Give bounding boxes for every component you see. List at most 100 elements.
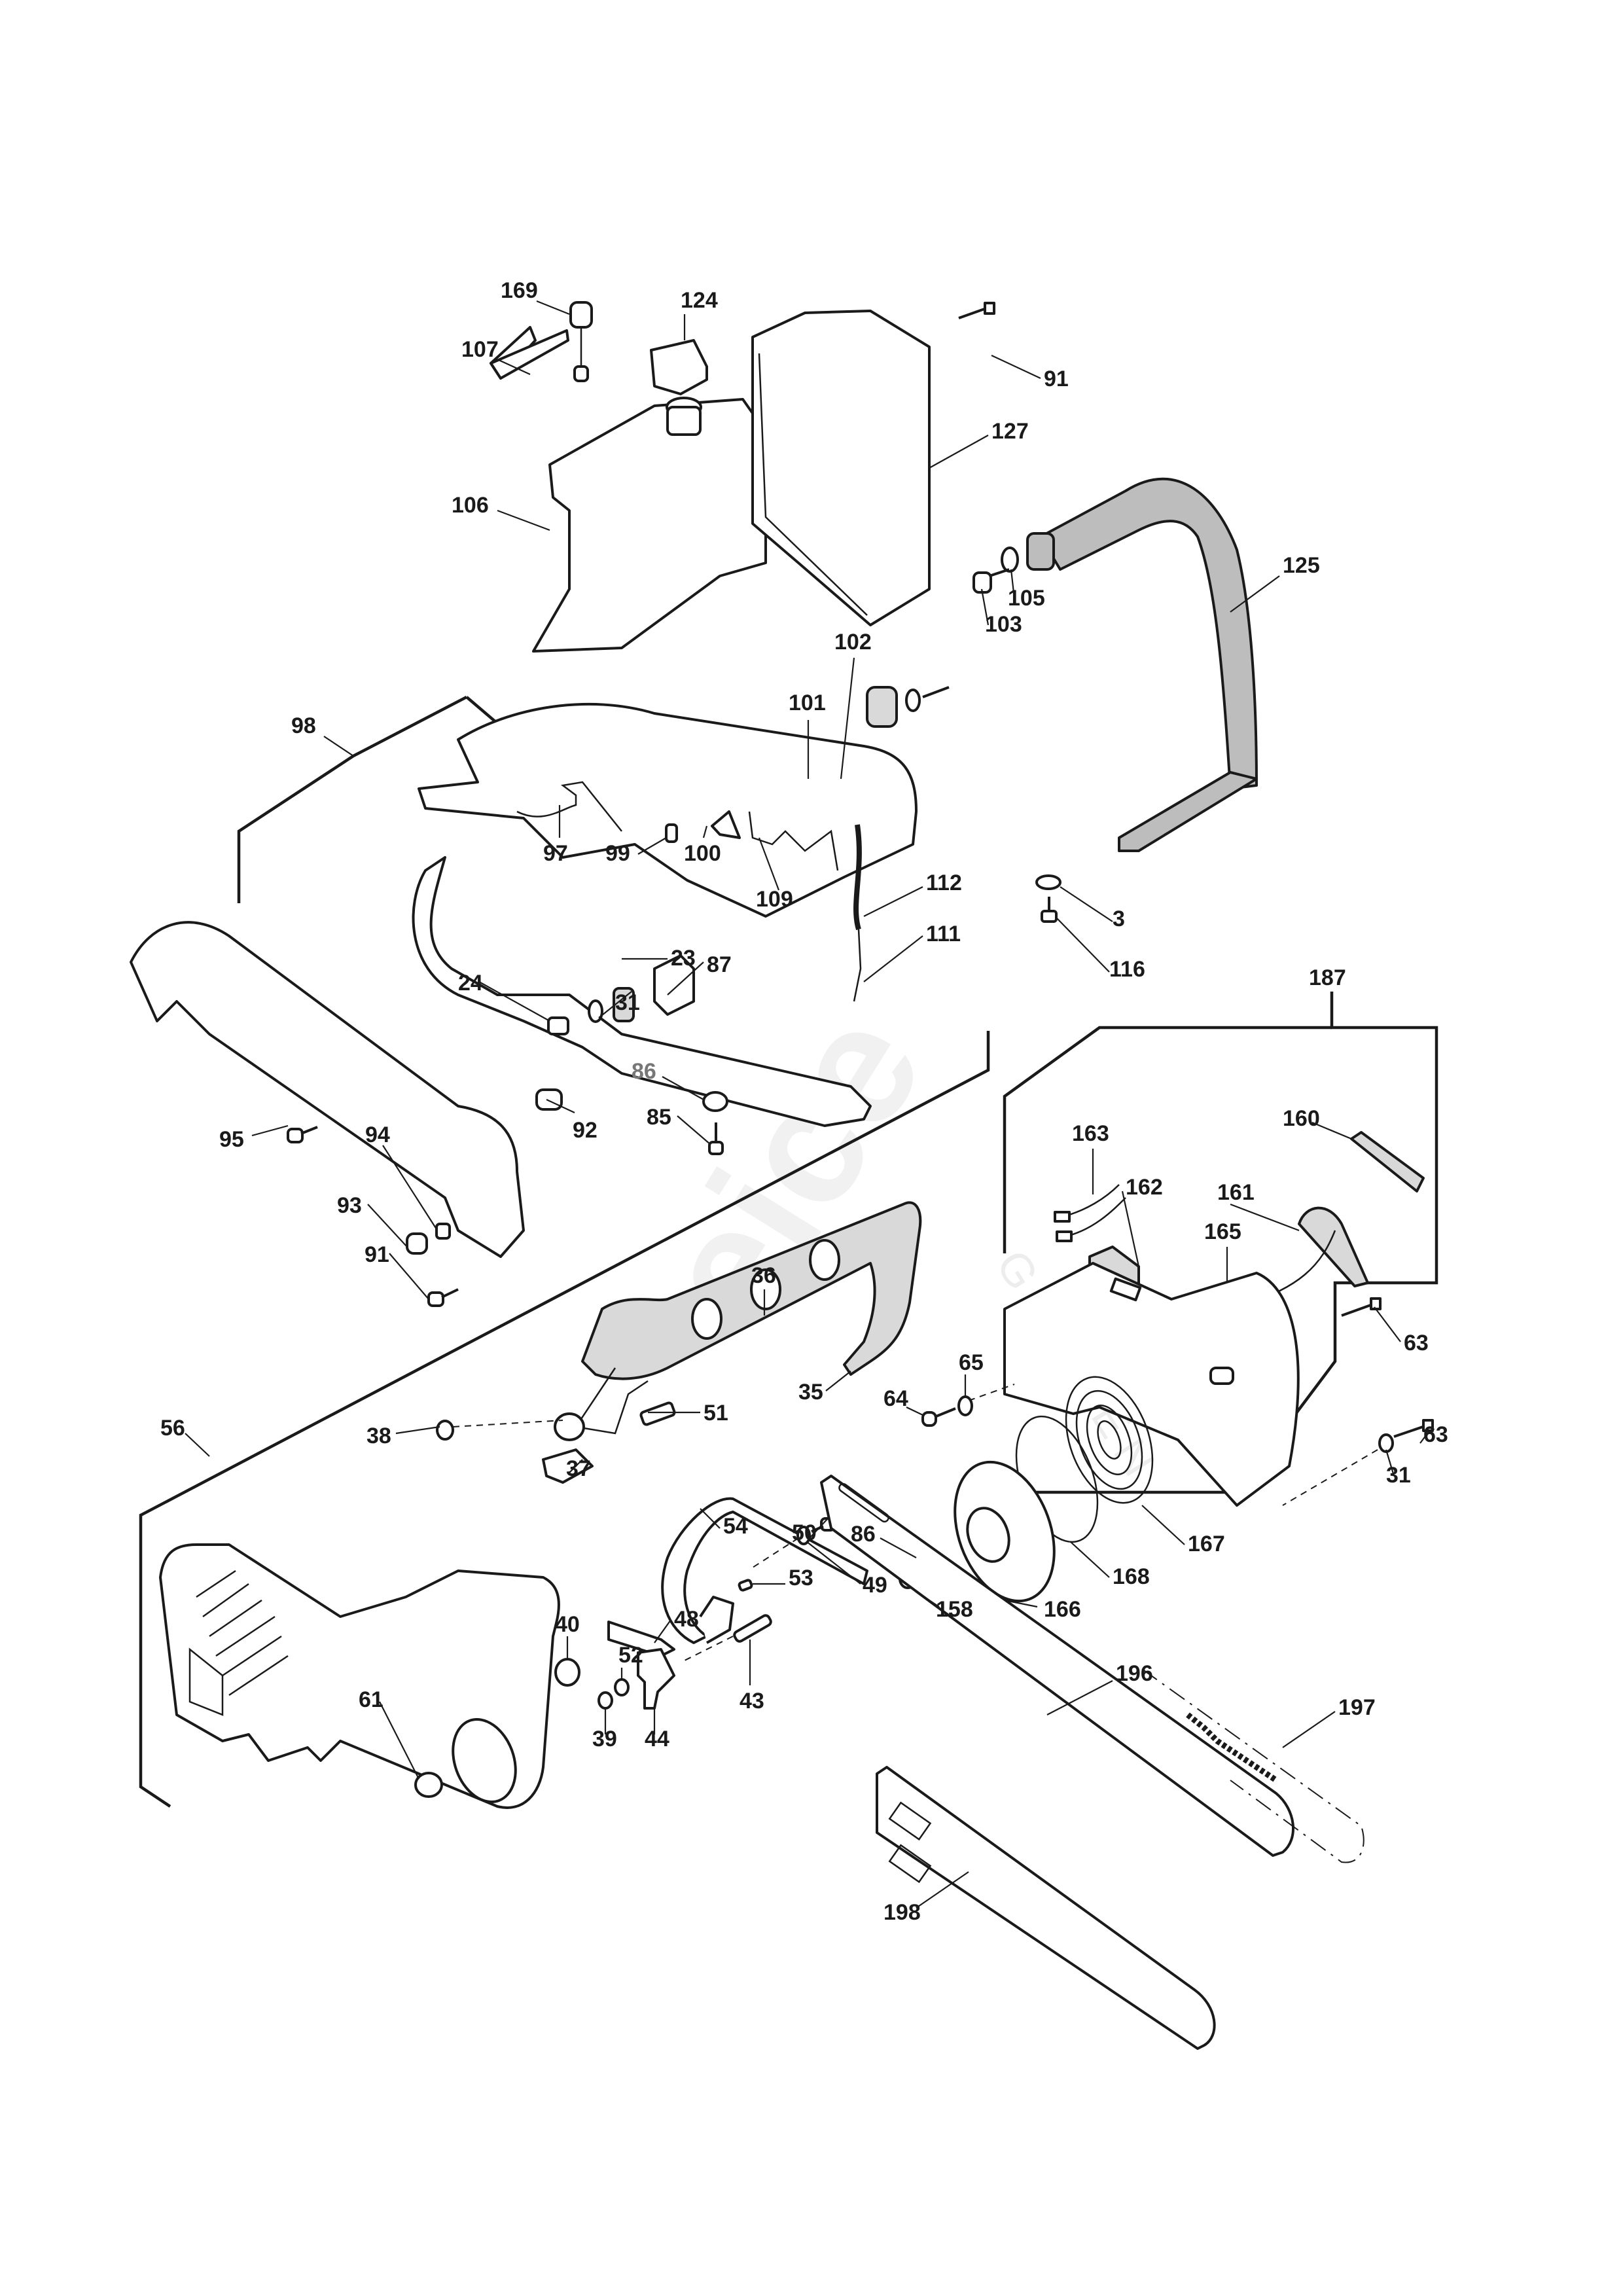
spring-94-part [435, 1223, 451, 1240]
screw-91-left-part [427, 1288, 459, 1307]
spacer-87-part [653, 954, 695, 1016]
trigger-spring-97-part [516, 781, 622, 832]
leader-line [323, 736, 354, 757]
part-number-label: 162 [1126, 1175, 1163, 1200]
part-number-label: 63 [1404, 1331, 1429, 1355]
callout-fuel-tank: 106 [452, 493, 550, 531]
leader-line [1060, 886, 1113, 922]
leader-line [700, 1508, 721, 1529]
callout-washer: 31 [1385, 1449, 1411, 1488]
callout-screw: 64 [883, 1386, 923, 1416]
leader-line [536, 300, 570, 315]
part-number-label: 3 [1113, 906, 1125, 931]
nut-39-part [597, 1691, 613, 1710]
bolt-116-part [1041, 897, 1058, 923]
chain-link-37-part [542, 1448, 594, 1484]
screw-95-part [287, 1126, 318, 1143]
leader-line [1374, 1306, 1401, 1342]
part-number-label: 160 [1283, 1106, 1320, 1131]
callout-tank-bracket: 127 [929, 419, 1029, 469]
callout-starter-rope: 165 [1204, 1219, 1241, 1283]
part-number-label: 111 [926, 922, 961, 946]
part-number-label: 158 [936, 1597, 973, 1622]
part-number-label: 112 [926, 870, 962, 895]
screw-103-part [972, 568, 1010, 594]
part-number-label: 198 [883, 1900, 921, 1925]
part-number-label: 53 [789, 1566, 813, 1590]
part-number-label: 24 [458, 971, 483, 996]
leader-line [1230, 575, 1280, 613]
leader-line [1056, 918, 1110, 973]
part-number-label: 38 [366, 1424, 391, 1448]
part-number-label: 87 [707, 952, 732, 977]
callout-washer: 65 [959, 1350, 984, 1396]
part-number-label: 167 [1188, 1532, 1225, 1556]
leader-line [929, 435, 989, 469]
stud-43-part [680, 1614, 772, 1663]
part-number-label: 98 [291, 713, 316, 738]
callout-washer: 49 [806, 1541, 887, 1598]
callout-fuel-cap-pickup: 169 [501, 278, 570, 315]
callout-clip: 101 [789, 691, 826, 779]
part-number-label: 39 [592, 1727, 617, 1751]
leader-line [840, 657, 855, 780]
leader-line [880, 1537, 917, 1558]
callout-brake-spring: 48 [654, 1607, 699, 1643]
callout-screw: 50 [792, 1518, 829, 1545]
tank-bracket-part [751, 310, 931, 626]
leader-line [1069, 1541, 1110, 1578]
part-number-label: 49 [863, 1573, 887, 1598]
callout-spacer: 87 [667, 952, 732, 996]
callout-spring-cover: 168 [1069, 1541, 1150, 1589]
trigger-109-part [748, 811, 839, 871]
fuel-cap-pickup-part [569, 301, 593, 382]
part-number-label: 165 [1204, 1219, 1241, 1244]
leader-line [1046, 1680, 1113, 1715]
leader-line [1385, 1449, 1395, 1477]
part-number-label: 95 [219, 1127, 244, 1152]
part-number-label: 64 [883, 1386, 908, 1411]
leader-line [758, 837, 780, 891]
callout-fuel-filter-pad: 107 [461, 337, 531, 375]
callout-nut: 39 [592, 1708, 617, 1751]
part-number-label: 56 [160, 1416, 185, 1441]
screw-63b-part [1393, 1419, 1434, 1438]
leader-line [1230, 1203, 1300, 1232]
part-number-label: 85 [647, 1105, 671, 1130]
callout-saw-chain: 197 [1282, 1695, 1376, 1748]
leader-line [478, 981, 550, 1022]
fuel-tank-part [532, 397, 767, 653]
callout-switch: 162 [1121, 1175, 1163, 1267]
part-number-label: 86 [632, 1059, 656, 1084]
leader-line [637, 837, 667, 855]
part-number-label: 187 [1309, 965, 1346, 990]
callout-spring: 99 [605, 837, 667, 866]
nut-38-part [436, 1420, 563, 1441]
washer-86-grey-part [702, 1091, 728, 1112]
callout-side-cover-assembly: 56 [160, 1416, 210, 1457]
part-number-label: 93 [337, 1193, 362, 1218]
callout-starter-grip: 160 [1283, 1106, 1352, 1140]
rear-grip-part [130, 921, 525, 1258]
callout-chain-guard: 36 [751, 1263, 776, 1316]
part-number-label: 31 [615, 990, 640, 1015]
bar-nut-61-part [414, 1772, 443, 1798]
bushing-102-part [866, 686, 950, 728]
leader-line [185, 1433, 210, 1457]
side-cover-assembly-group [139, 1031, 990, 1808]
callout-guide-bar: 196 [1046, 1661, 1153, 1715]
callout-screw: 91 [991, 355, 1069, 391]
leader-line [702, 825, 708, 838]
callout-wire: 111 [863, 922, 961, 982]
callout-brake-lever: 44 [645, 1708, 669, 1751]
callout-nut: 38 [366, 1424, 440, 1448]
callout-washer: 105 [1008, 569, 1045, 611]
callout-fuel-cap: 124 [681, 288, 718, 340]
part-number-label: 169 [501, 278, 538, 303]
callout-screw: 85 [647, 1105, 711, 1145]
part-number-label: 196 [1116, 1661, 1153, 1686]
part-number-label: 103 [985, 612, 1022, 637]
callout-pin: 35 [798, 1371, 851, 1405]
part-number-label: 31 [1386, 1463, 1411, 1488]
